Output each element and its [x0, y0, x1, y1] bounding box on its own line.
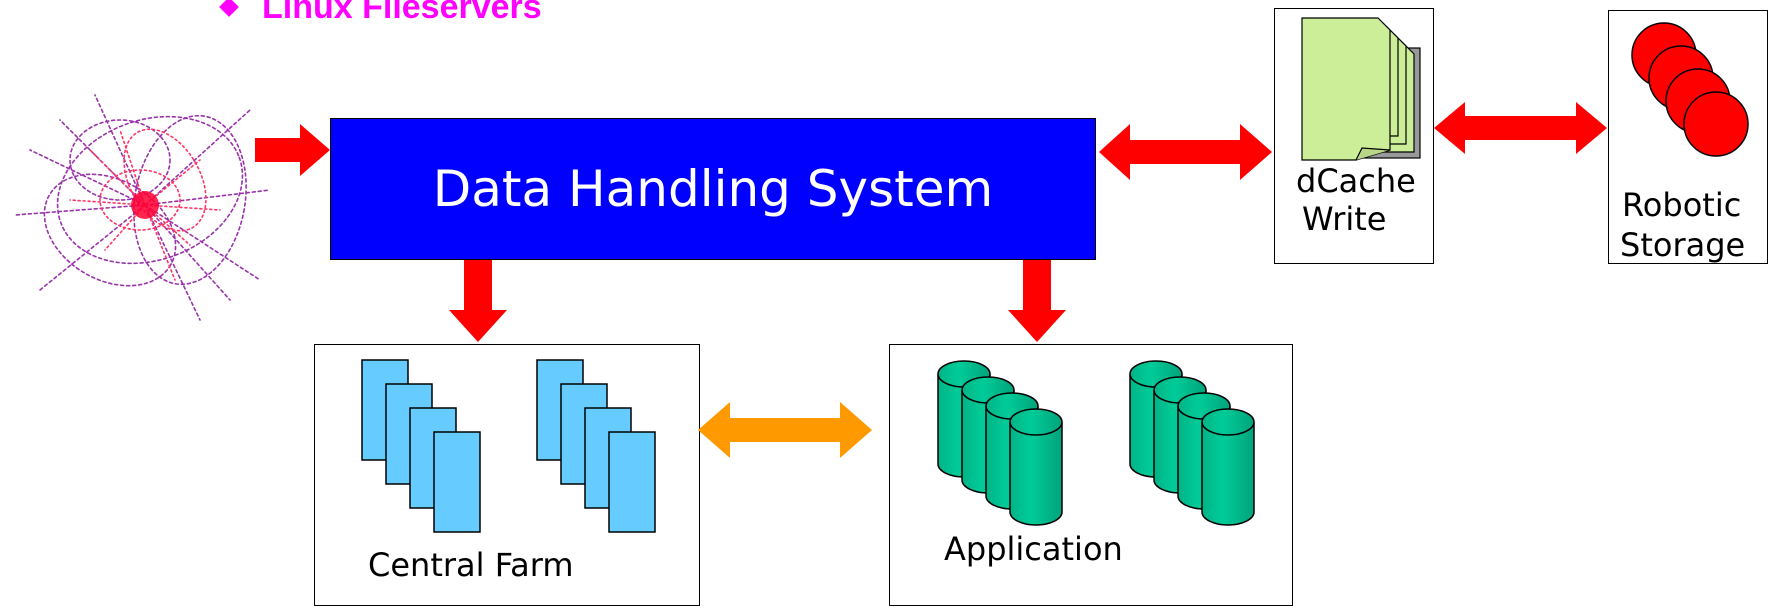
central-farm-label: Central Farm	[368, 546, 574, 584]
disk-cylinder-icon	[937, 360, 1255, 526]
arrow-farm-application-icon	[698, 402, 872, 458]
arrow-input-icon	[255, 124, 330, 176]
arrow-dhs-dcache-icon	[1099, 124, 1272, 180]
server-stack-icon	[361, 359, 656, 533]
data-handling-system-box: Data Handling System	[330, 118, 1096, 260]
arrow-to-application-icon	[1008, 260, 1066, 342]
robotic-label: Robotic	[1622, 186, 1742, 224]
write-label: Write	[1302, 200, 1387, 238]
document-stack-icon	[1301, 17, 1421, 161]
dcache-label: dCache	[1296, 162, 1416, 200]
tape-reel-icon	[1631, 22, 1749, 157]
application-label: Application	[944, 530, 1123, 568]
arrow-dcache-robotic-icon	[1434, 102, 1607, 154]
bullet-heading: Linux Fileservers	[262, 0, 542, 26]
data-handling-system-label: Data Handling System	[432, 160, 994, 218]
arrow-to-central-farm-icon	[449, 260, 507, 342]
particle-collision-icon	[14, 94, 271, 321]
storage-label: Storage	[1620, 226, 1746, 264]
